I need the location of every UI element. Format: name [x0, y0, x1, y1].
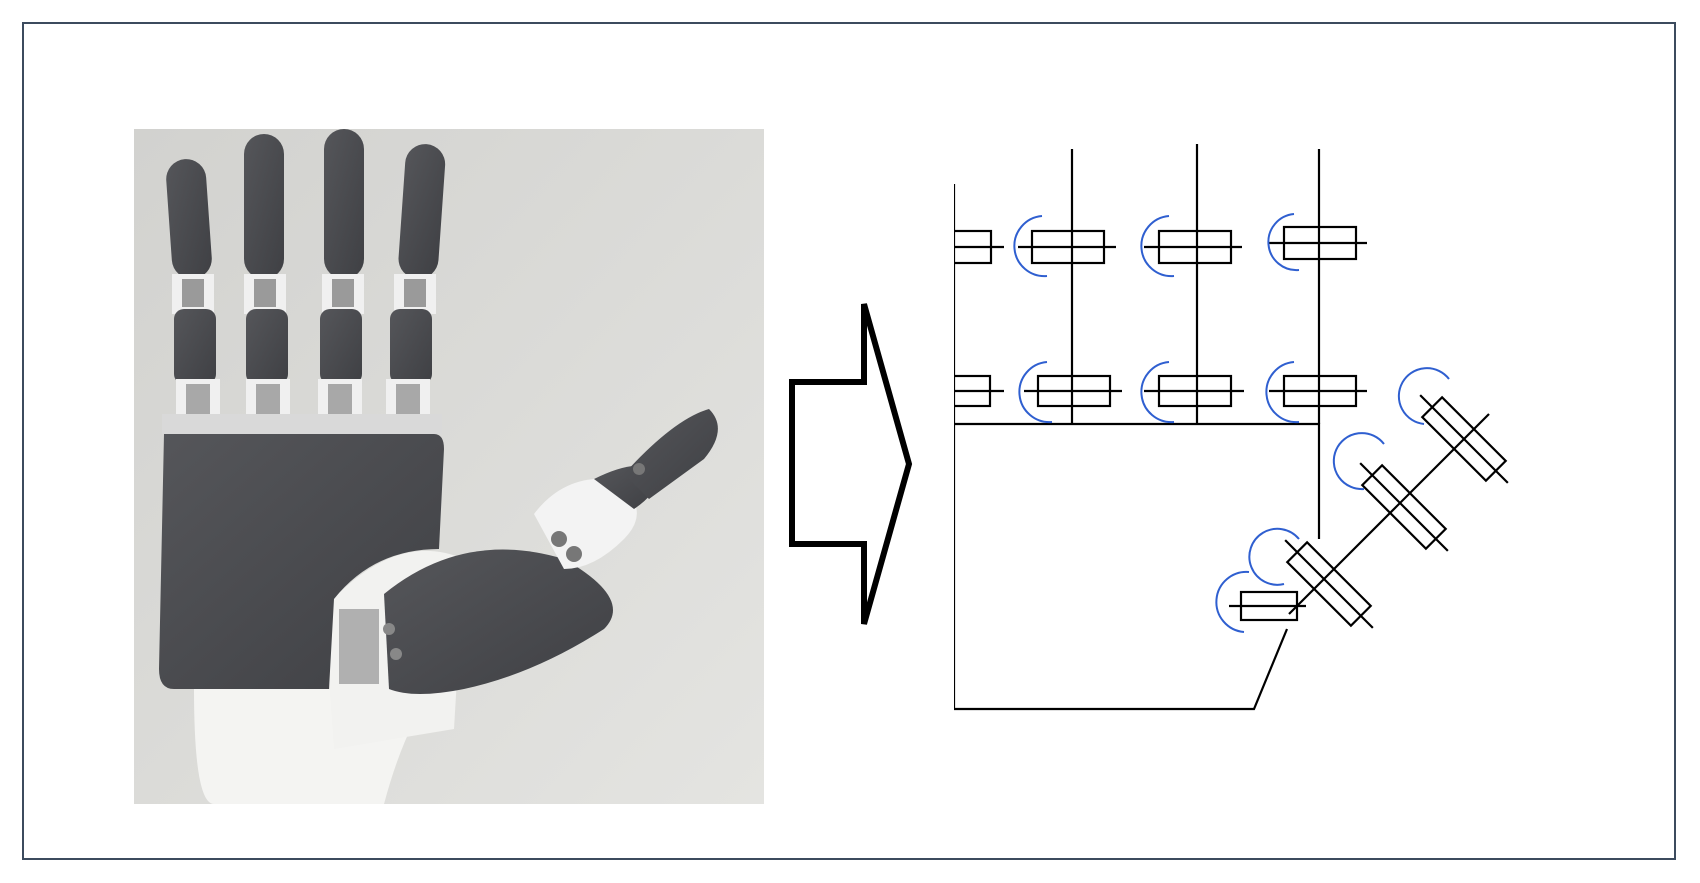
joint-thumb-3	[1419, 394, 1509, 484]
palm	[159, 434, 444, 689]
arc-icon	[1018, 361, 1053, 424]
kinematic-schematic	[954, 144, 1674, 784]
thumb	[339, 409, 718, 694]
arc-icon	[1267, 213, 1300, 272]
thumb-link-1	[1288, 473, 1430, 615]
finger-middle	[244, 134, 290, 424]
transform-arrow	[784, 294, 924, 634]
palm-outline	[954, 422, 1321, 711]
joint-f3-proximal	[1144, 374, 1244, 408]
figure-frame	[22, 22, 1676, 860]
joint-f4-distal	[1269, 225, 1367, 261]
arc-icon	[1140, 215, 1175, 278]
joint-arcs	[1013, 213, 1450, 633]
joint-thumb-2	[1359, 462, 1449, 552]
joint-f3-distal	[1144, 229, 1242, 265]
joint-thumb-1	[1284, 539, 1374, 629]
joint-f4-proximal	[1269, 374, 1367, 408]
right-arrow-icon	[789, 303, 913, 625]
thumb-link-2	[1428, 413, 1490, 475]
kinematic-diagram	[954, 144, 1509, 711]
arc-icon	[1215, 570, 1250, 633]
arc-icon	[1013, 215, 1048, 278]
arc-icon	[1140, 361, 1175, 424]
arc-icon	[1397, 367, 1450, 425]
robotic-hand-illustration	[134, 129, 764, 804]
joint-f1-distal	[954, 229, 1004, 265]
joint-f2-distal	[1018, 229, 1116, 265]
arc-icon	[1248, 527, 1300, 586]
joint-f1-proximal	[954, 374, 1004, 408]
finger-ring	[318, 129, 364, 424]
joint-thumb-base	[1229, 590, 1306, 622]
arc-icon	[1332, 432, 1385, 491]
robotic-hand-photo	[134, 129, 764, 804]
joint-f2-proximal	[1024, 374, 1122, 408]
arc-icon	[1265, 361, 1300, 424]
